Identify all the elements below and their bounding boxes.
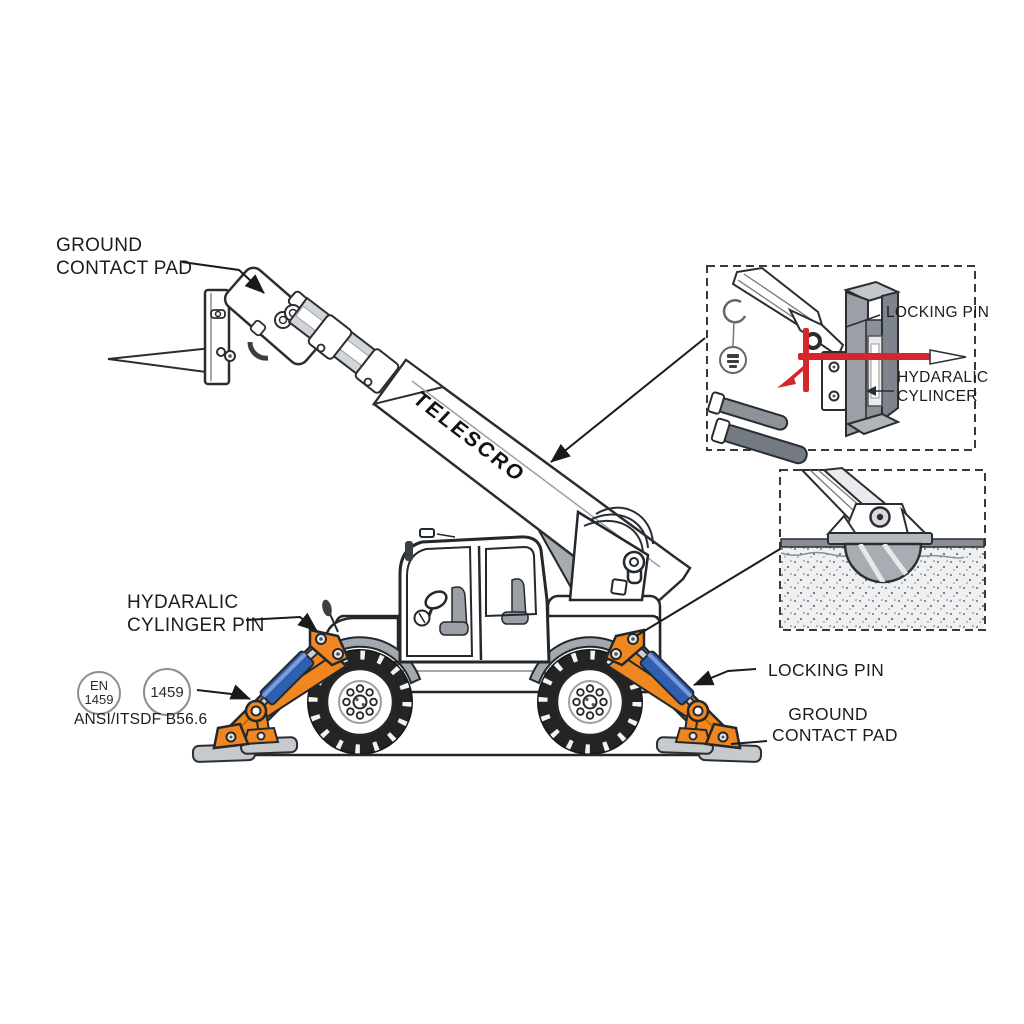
- badge-text: EN: [89, 678, 109, 693]
- badge-text: 1459: [84, 692, 114, 707]
- seal-icon: [719, 346, 747, 374]
- boom-gusset: [568, 506, 654, 602]
- inset-locking-pin-label: LOCKING PIN: [886, 304, 990, 321]
- leader-ground-pad-top: [181, 261, 265, 294]
- door-window: [485, 545, 538, 618]
- label-line: GROUND: [788, 704, 868, 724]
- inset-cylinder-label: HYDARALIC CYLINCER: [897, 368, 988, 406]
- steering-wheel: [424, 590, 448, 610]
- inset-ground-pad-detail: [779, 466, 986, 631]
- locking-pin-right-label: LOCKING PIN: [768, 660, 885, 680]
- leader-locking-pin-right: [693, 668, 757, 686]
- badge-1459: 1459: [143, 668, 191, 716]
- hook-icon: [722, 299, 747, 324]
- boom-mouth: [371, 358, 446, 406]
- detail-stabilizer-leg: [799, 466, 929, 535]
- inset-locking-pin-detail: [706, 265, 976, 465]
- locking-bracket: [821, 280, 901, 438]
- pivot-keyhole: [622, 550, 646, 585]
- hydraulic-cylinder-pin-label: HYDARALIC CYLINGER PIN: [127, 591, 265, 637]
- side-mirror: [322, 599, 332, 617]
- leader-lines: [181, 261, 781, 745]
- label-line: CONTACT PAD: [772, 725, 898, 745]
- roof-beacon: [419, 528, 435, 538]
- forks: [107, 346, 218, 374]
- pad-plate: [827, 532, 933, 545]
- ground-contact-pad-right-label: GROUND CONTACT PAD: [772, 704, 898, 746]
- leader-ground-pad-right: [730, 740, 768, 745]
- cab: [398, 528, 551, 664]
- leader-inset2-to-stabilizer: [635, 548, 781, 637]
- label-line: GROUND: [56, 235, 143, 256]
- pillar-mirror: [405, 541, 413, 561]
- ansi-standard-label: ANSI/ITSDF B56.6: [74, 711, 208, 728]
- label-line: CONTACT PAD: [56, 258, 193, 279]
- label-line: CYLINCER: [897, 388, 978, 405]
- badge-text: 1459: [150, 683, 184, 701]
- label-line: HYDARALIC: [127, 592, 239, 613]
- boom-collar: [307, 314, 400, 394]
- locking-pin-red: [777, 328, 967, 392]
- leader-inset1-to-boom: [550, 337, 706, 463]
- leader-cylinder-pin: [245, 612, 318, 632]
- en-1459-badge: EN 1459: [77, 671, 121, 715]
- hydraulic-hoses: [583, 506, 654, 553]
- label-line: CYLINGER PIN: [127, 615, 265, 636]
- detail-cylinders: [707, 391, 808, 465]
- pin-tip: [929, 349, 967, 365]
- detail-boom-arm: [731, 266, 845, 358]
- windshield: [406, 545, 474, 657]
- label-line: HYDARALIC: [897, 369, 989, 386]
- ground-contact-pad-top-label: GROUND CONTACT PAD: [56, 234, 192, 280]
- leader-1459: [196, 684, 251, 700]
